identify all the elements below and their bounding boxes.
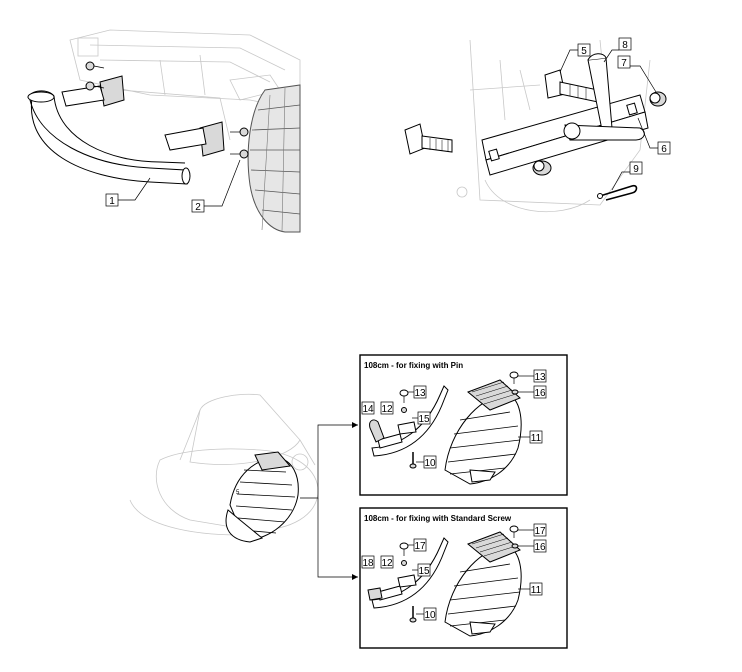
callout-16: 16 — [518, 385, 547, 399]
bolt-13b-icon — [509, 371, 519, 384]
front-tire — [247, 84, 301, 233]
pin-variant-box: 108cm - for fixing with Pin — [359, 354, 568, 496]
svg-text:18: 18 — [362, 558, 374, 569]
svg-text:13: 13 — [414, 388, 426, 399]
callout-10: 10 — [416, 607, 437, 621]
callout-2: 2 — [191, 159, 241, 213]
svg-text:17: 17 — [534, 526, 546, 537]
deflector-part — [444, 531, 522, 637]
svg-text:10: 10 — [424, 458, 436, 469]
bumper-bracket-right — [164, 121, 225, 157]
svg-text:6: 6 — [661, 144, 667, 155]
svg-text:11: 11 — [531, 433, 542, 444]
svg-text:16: 16 — [534, 542, 546, 553]
screw-17-icon — [399, 542, 409, 556]
callout-10: 10 — [416, 455, 437, 469]
screw-10-icon — [409, 606, 417, 623]
u-bracket-top — [544, 69, 599, 103]
tow-hitch-panel: 5 8 7 6 9 — [404, 37, 671, 213]
svg-text:2: 2 — [195, 202, 201, 213]
svg-text:7: 7 — [621, 58, 627, 69]
callout-15: 15 — [412, 411, 431, 425]
callout-5: 5 — [559, 43, 591, 73]
deflector-part — [444, 379, 522, 485]
callout-12: 12 — [380, 555, 394, 569]
callout-12: 12 — [380, 401, 394, 415]
clip-14-icon — [369, 419, 385, 443]
rear-frame-outline — [456, 39, 651, 213]
callout-1: 1 — [105, 177, 151, 207]
screw-variant-box: 108cm - for fixing with Standard Screw — [359, 507, 568, 649]
svg-text:15: 15 — [418, 414, 430, 425]
bolt-13-icon — [399, 389, 409, 403]
nut-16-icon — [511, 543, 519, 549]
svg-text:12: 12 — [381, 558, 393, 569]
screw-variant-title: 108cm - for fixing with Standard Screw — [364, 514, 512, 523]
screw-17b-icon — [509, 525, 519, 538]
svg-text:15: 15 — [418, 566, 430, 577]
callout-18: 18 — [361, 555, 375, 569]
bolt-icon — [230, 149, 249, 159]
svg-text:14: 14 — [362, 404, 374, 415]
callout-11: 11 — [518, 582, 543, 596]
svg-text:9: 9 — [633, 164, 639, 175]
svg-text:5: 5 — [236, 490, 240, 496]
hitch-pin-part — [587, 53, 613, 131]
callout-9: 9 — [611, 161, 643, 191]
connector-lines — [300, 422, 358, 580]
tow-plate-part — [563, 122, 645, 141]
callout-11: 11 — [518, 430, 543, 444]
svg-text:12: 12 — [381, 404, 393, 415]
washer-icon — [397, 560, 417, 588]
washer-icon — [397, 407, 417, 435]
spacer-7 — [649, 91, 667, 107]
deflector-assembly-overview: 5 — [225, 451, 299, 543]
screw-10-icon — [409, 452, 417, 469]
svg-text:11: 11 — [531, 585, 542, 596]
callout-17b: 17 — [518, 523, 547, 537]
nut-16-icon — [511, 389, 519, 395]
bolt-icon — [230, 127, 249, 137]
svg-text:1: 1 — [109, 196, 115, 207]
deck-overview-panel: 5 — [129, 393, 358, 580]
callout-16: 16 — [518, 539, 547, 553]
r-clip-part — [597, 184, 638, 201]
pin-variant-title: 108cm - for fixing with Pin — [364, 361, 463, 370]
bumper-tube-part — [27, 90, 191, 185]
svg-text:8: 8 — [622, 40, 628, 51]
mounting-strap-part — [371, 537, 449, 609]
callout-8: 8 — [603, 37, 632, 63]
clip-18-icon — [367, 587, 383, 601]
front-bumper-panel: 1 2 — [27, 29, 301, 233]
svg-text:10: 10 — [424, 610, 436, 621]
svg-text:16: 16 — [534, 388, 546, 399]
callout-14: 14 — [361, 401, 375, 415]
callout-13b: 13 — [518, 369, 547, 383]
callout-17: 17 — [408, 538, 427, 552]
bolts-part — [85, 61, 249, 159]
callout-13: 13 — [408, 385, 427, 399]
callout-15: 15 — [412, 563, 431, 577]
svg-text:5: 5 — [581, 46, 587, 57]
spacer-lower — [532, 160, 552, 176]
bumper-bracket-left — [61, 75, 125, 107]
callout-6: 6 — [637, 117, 671, 155]
callout-7: 7 — [617, 55, 657, 93]
mounting-strap-part — [371, 385, 449, 457]
svg-text:13: 13 — [534, 372, 546, 383]
u-bracket-left — [404, 123, 453, 155]
svg-text:17: 17 — [414, 541, 426, 552]
bolt-icon — [85, 61, 105, 71]
bolt-icon — [85, 81, 105, 91]
